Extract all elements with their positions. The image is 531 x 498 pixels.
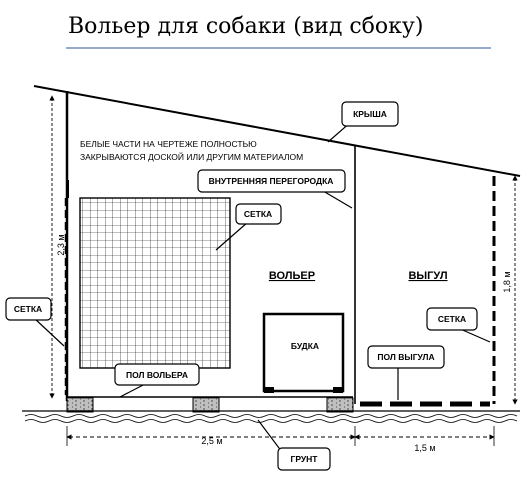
note-line-1: БЕЛЫЕ ЧАСТИ НА ЧЕРТЕЖЕ ПОЛНОСТЬЮ <box>80 139 257 149</box>
page-title: Вольер для собаки (вид сбоку) <box>68 14 424 39</box>
kennel-label: БУДКА <box>291 341 319 351</box>
right-mesh-callout-text: СЕТКА <box>438 314 466 324</box>
enclosure-floor-callout-text: ПОЛ ВОЛЬЕРА <box>126 370 188 380</box>
ground-callout-text: ГРУНТ <box>291 454 319 464</box>
right-mesh-callout-box <box>426 307 478 331</box>
left-height-dim-label: 2,3 м <box>56 234 66 255</box>
inner-mesh-panel <box>79 197 231 369</box>
foundation-block-1 <box>66 397 94 413</box>
ground-hatch <box>24 414 518 423</box>
kennel-foot-right <box>333 387 343 393</box>
left-wall-cap <box>66 180 69 198</box>
enclosure-length-dim-label: 2,5 м <box>201 436 222 446</box>
left-mesh-callout-box <box>5 297 52 321</box>
inner-mesh-callout-box <box>235 203 282 225</box>
kennel-foot-left <box>264 387 274 393</box>
left-mesh-callout-text: СЕТКА <box>14 304 42 314</box>
enclosure-label: ВОЛЬЕР <box>269 270 315 282</box>
left-mesh-callout-leader <box>33 317 65 347</box>
right-height-dim-label: 1,8 м <box>502 271 512 292</box>
foundation-block-3 <box>326 397 354 413</box>
roof-callout-text: КРЫША <box>353 109 387 119</box>
inner-mesh-callout-leader <box>215 221 249 251</box>
enclosure-floor-callout-box <box>114 363 200 386</box>
partition-callout-text: ВНУТРЕННЯЯ ПЕРЕГОРОДКА <box>209 176 334 186</box>
ground-callout-leader <box>257 419 283 453</box>
partition-callout-box <box>197 169 346 193</box>
kennel-body <box>262 312 345 393</box>
run-length-dim-label: 1,5 м <box>414 443 435 453</box>
run-floor-callout-text: ПОЛ ВЫГУЛА <box>377 352 434 362</box>
foundation-block-2 <box>192 397 220 413</box>
ground-callout-box <box>277 447 331 471</box>
inner-mesh-callout-text: СЕТКА <box>244 209 272 219</box>
note-line-2: ЗАКРЫВАЮТСЯ ДОСКОЙ ИЛИ ДРУГИМ МАТЕРИАЛОМ <box>80 151 303 162</box>
roof-line <box>33 85 521 177</box>
run-floor-callout-box <box>367 345 445 369</box>
roof-callout-box <box>341 101 399 127</box>
run-label: ВЫГУЛ <box>408 270 447 282</box>
